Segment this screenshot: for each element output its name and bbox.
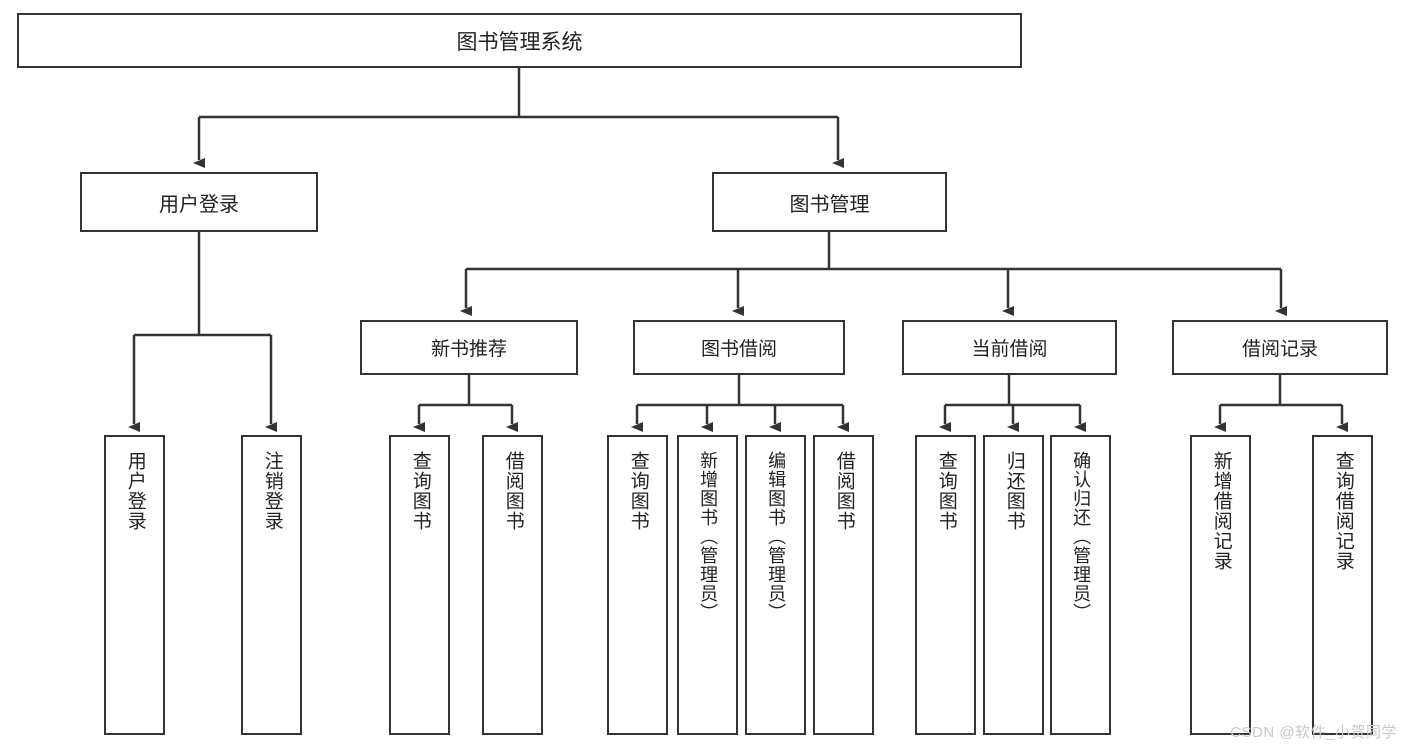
node-label: 图书管理系统 xyxy=(456,30,583,54)
leaf-user-login[interactable]: 用户登录 xyxy=(104,435,165,735)
leaf-query-book-current[interactable]: 查询图书 xyxy=(915,435,976,735)
leaf-label: 借阅图书 xyxy=(833,451,855,531)
node-current-borrow[interactable]: 当前借阅 xyxy=(902,320,1117,375)
leaf-label: 查询图书 xyxy=(409,451,431,531)
leaf-label: 注销登录 xyxy=(261,451,283,531)
node-book-management[interactable]: 图书管理 xyxy=(712,172,947,232)
leaf-label: 查询图书 xyxy=(627,451,649,531)
leaf-label: 查询图书 xyxy=(935,451,957,531)
leaf-label: 用户登录 xyxy=(124,451,146,531)
node-new-book-recommend[interactable]: 新书推荐 xyxy=(360,320,578,375)
leaf-label: 新增图书（管理员） xyxy=(698,451,719,622)
leaf-label: 查询借阅记录 xyxy=(1332,451,1354,571)
leaf-logout[interactable]: 注销登录 xyxy=(241,435,302,735)
leaf-query-book-borrow[interactable]: 查询图书 xyxy=(607,435,668,735)
leaf-borrow-book[interactable]: 借阅图书 xyxy=(813,435,874,735)
node-user-login[interactable]: 用户登录 xyxy=(80,172,318,232)
leaf-borrow-book-new[interactable]: 借阅图书 xyxy=(482,435,543,735)
node-label: 图书借阅 xyxy=(700,339,777,360)
node-label: 用户登录 xyxy=(159,193,239,216)
leaf-edit-book-admin[interactable]: 编辑图书（管理员） xyxy=(745,435,806,735)
node-book-borrow[interactable]: 图书借阅 xyxy=(633,320,845,375)
node-label: 当前借阅 xyxy=(971,339,1048,360)
leaf-label: 归还图书 xyxy=(1003,451,1025,531)
leaf-label: 编辑图书（管理员） xyxy=(766,451,787,622)
leaf-label: 借阅图书 xyxy=(502,451,524,531)
leaf-confirm-return-admin[interactable]: 确认归还（管理员） xyxy=(1050,435,1111,735)
node-label: 借阅记录 xyxy=(1241,339,1318,360)
leaf-query-borrow-record[interactable]: 查询借阅记录 xyxy=(1312,435,1373,735)
leaf-add-borrow-record[interactable]: 新增借阅记录 xyxy=(1190,435,1251,735)
leaf-add-book-admin[interactable]: 新增图书（管理员） xyxy=(677,435,738,735)
node-label: 新书推荐 xyxy=(430,339,507,360)
watermark: CSDN @软件_小贺同学 xyxy=(1230,724,1397,741)
leaf-return-book[interactable]: 归还图书 xyxy=(983,435,1044,735)
leaf-label: 确认归还（管理员） xyxy=(1071,451,1092,622)
node-label: 图书管理 xyxy=(789,193,870,216)
leaf-query-book-new[interactable]: 查询图书 xyxy=(389,435,450,735)
leaf-label: 新增借阅记录 xyxy=(1210,451,1232,571)
node-root-system[interactable]: 图书管理系统 xyxy=(17,13,1022,68)
node-borrow-record[interactable]: 借阅记录 xyxy=(1172,320,1388,375)
